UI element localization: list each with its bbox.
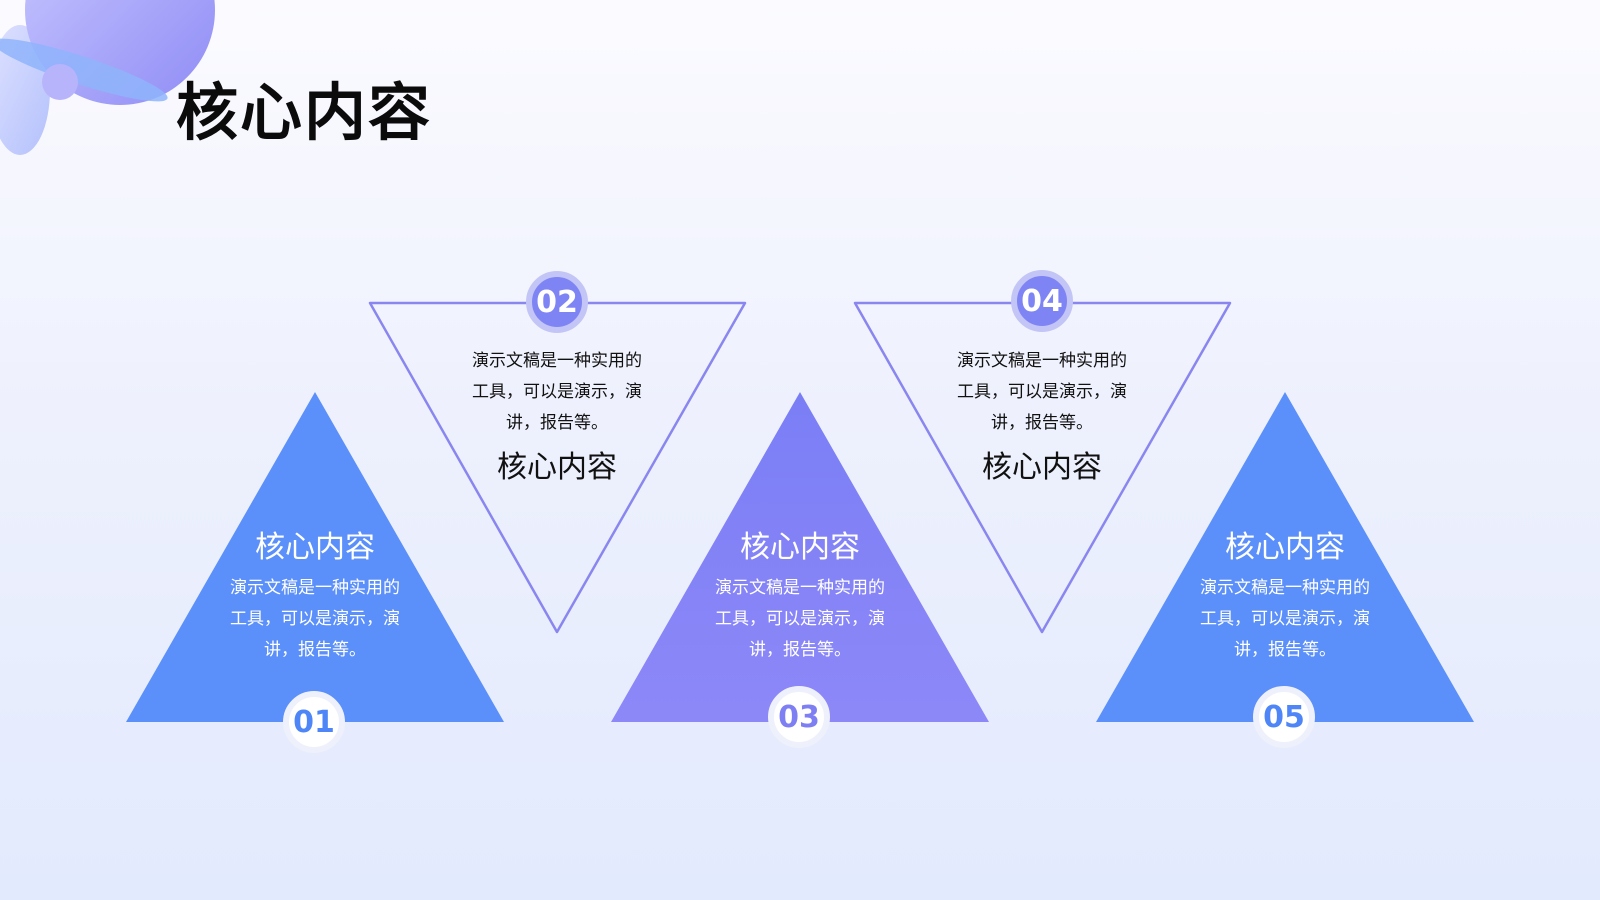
item-03-number-badge: 03 <box>768 686 830 748</box>
item-05-description: 演示文稿是一种实用的 工具，可以是演示，演 讲，报告等。 <box>1165 573 1405 666</box>
item-03-description: 演示文稿是一种实用的 工具，可以是演示，演 讲，报告等。 <box>680 573 920 666</box>
planet-decoration-icon <box>0 0 215 155</box>
item-05-line-1: 演示文稿是一种实用的 <box>1200 578 1370 598</box>
item-01-line-3: 讲，报告等。 <box>264 640 366 660</box>
item-05-line-2: 工具，可以是演示，演 <box>1200 609 1370 629</box>
page-title: 核心内容 <box>176 76 433 149</box>
item-01-line-2: 工具，可以是演示，演 <box>230 609 400 629</box>
item-03-line-2: 工具，可以是演示，演 <box>715 609 885 629</box>
triangle-05-shape <box>1096 392 1474 722</box>
triangle-03-shape <box>611 392 989 722</box>
item-02-heading: 核心内容 <box>497 450 617 485</box>
item-04-line-1: 演示文稿是一种实用的 <box>957 351 1127 371</box>
item-05-line-3: 讲，报告等。 <box>1234 640 1336 660</box>
item-01-description: 演示文稿是一种实用的 工具，可以是演示，演 讲，报告等。 <box>195 573 435 666</box>
item-02-line-3: 讲，报告等。 <box>506 413 608 433</box>
item-01-heading: 核心内容 <box>255 530 375 565</box>
item-03-heading: 核心内容 <box>740 530 860 565</box>
item-04-line-2: 工具，可以是演示，演 <box>957 382 1127 402</box>
item-04-heading: 核心内容 <box>982 450 1102 485</box>
item-04-description: 演示文稿是一种实用的 工具，可以是演示，演 讲，报告等。 <box>922 346 1162 439</box>
item-01-number-badge: 01 <box>283 691 345 753</box>
item-03-line-3: 讲，报告等。 <box>749 640 851 660</box>
item-04-line-3: 讲，报告等。 <box>991 413 1093 433</box>
item-03-line-1: 演示文稿是一种实用的 <box>715 578 885 598</box>
item-05-number-badge: 05 <box>1253 686 1315 748</box>
item-05-heading: 核心内容 <box>1225 530 1345 565</box>
item-02-line-1: 演示文稿是一种实用的 <box>472 351 642 371</box>
item-02-line-2: 工具，可以是演示，演 <box>472 382 642 402</box>
item-04-number-badge: 04 <box>1011 270 1073 332</box>
item-02-description: 演示文稿是一种实用的 工具，可以是演示，演 讲，报告等。 <box>437 346 677 439</box>
item-01-line-1: 演示文稿是一种实用的 <box>230 578 400 598</box>
item-02-number-badge: 02 <box>526 271 588 333</box>
triangle-01-shape <box>126 392 504 722</box>
